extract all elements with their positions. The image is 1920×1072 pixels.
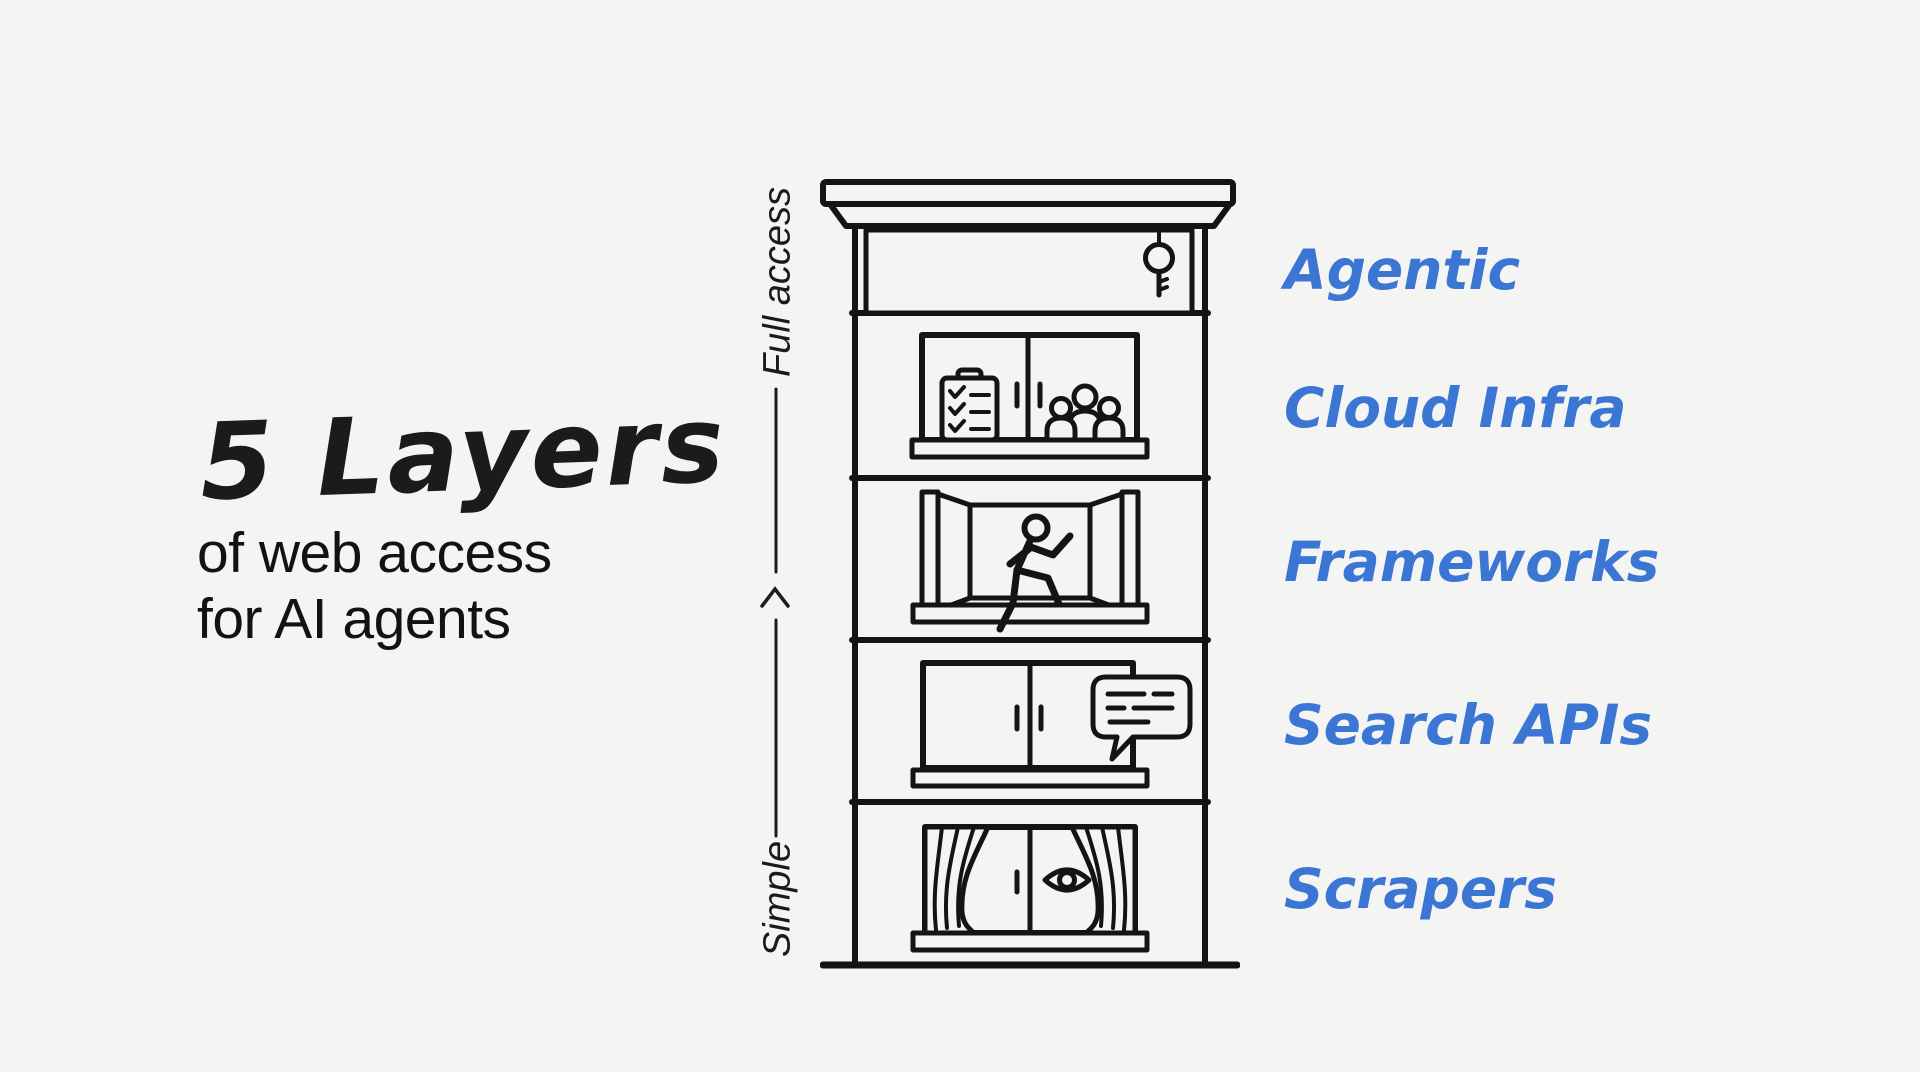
floor-cloud-infra: [909, 332, 1150, 460]
open-shutter-left: [935, 491, 973, 613]
open-shutter-right: [1087, 491, 1125, 613]
building-illustration: [820, 179, 1240, 969]
floor-label-agentic: Agentic: [1284, 238, 1521, 302]
floor-label-scrapers: Scrapers: [1284, 857, 1557, 921]
window-sill: [910, 767, 1150, 789]
floor-agentic: [863, 224, 1195, 316]
floor-scrapers: [910, 824, 1150, 953]
page-subtitle-line1: of web access: [197, 521, 552, 585]
window-jamb-right: [1119, 489, 1141, 615]
eye-icon: [1042, 867, 1092, 893]
window-sill: [909, 437, 1150, 460]
floor-search-apis: [910, 660, 1193, 789]
floor-frameworks: [910, 489, 1150, 633]
page-subtitle-line2: for AI agents: [197, 587, 511, 651]
building-roof: [820, 179, 1236, 229]
curtain-right-icon: [1069, 824, 1138, 936]
speech-bubble-icon: [1090, 674, 1193, 762]
floor-label-search-apis: Search APIs: [1284, 693, 1653, 757]
window-sill: [910, 602, 1150, 625]
running-person-icon: [996, 513, 1074, 633]
key-icon: [1143, 224, 1175, 298]
team-icon: [1044, 383, 1126, 443]
chevron-up-icon: [760, 586, 790, 608]
floor-label-cloud-infra: Cloud Infra: [1284, 376, 1627, 440]
page-title: 5 Layers: [198, 382, 729, 525]
clipboard-checklist-icon: [939, 367, 1000, 443]
window-sill: [910, 930, 1150, 953]
floor-label-frameworks: Frameworks: [1284, 530, 1660, 594]
page-subtitle: of web access for AI agents: [197, 520, 552, 652]
access-axis: [760, 387, 790, 838]
curtain-left-icon: [922, 824, 991, 936]
